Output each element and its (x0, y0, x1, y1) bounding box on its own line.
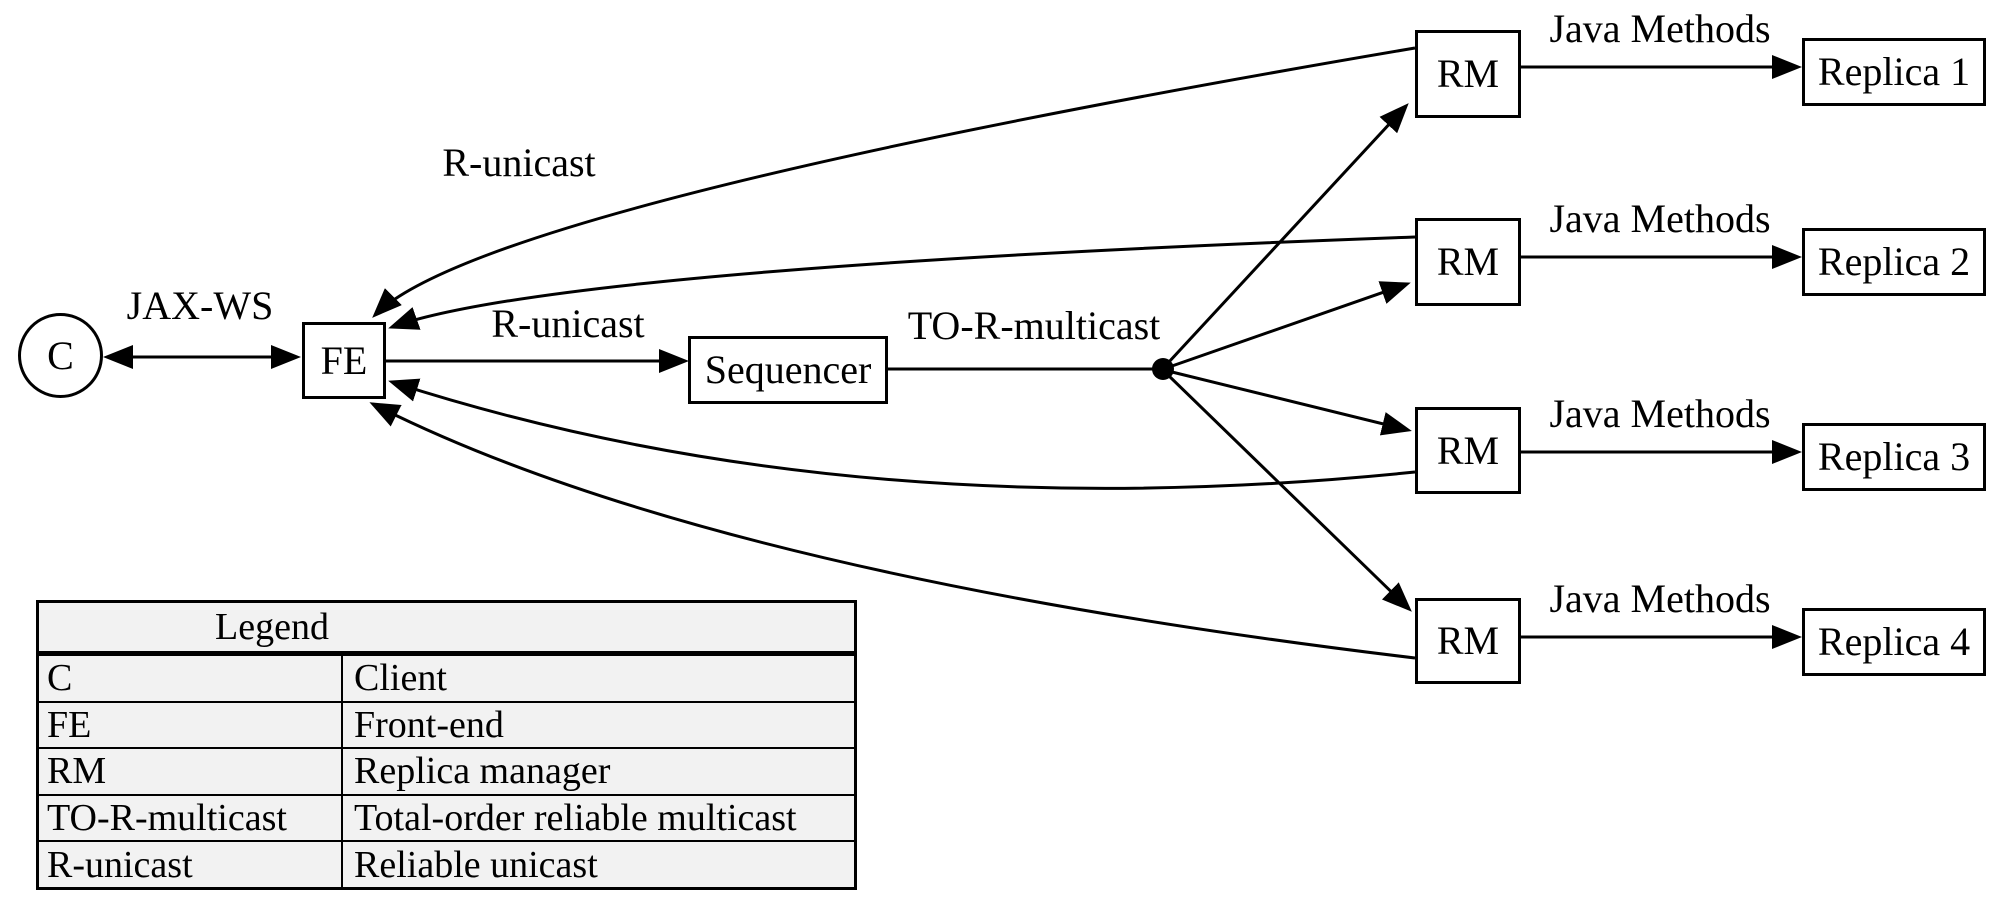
legend-row-client: C Client (39, 654, 854, 701)
node-frontend-label: FE (320, 337, 368, 383)
node-sequencer-label: Sequencer (704, 347, 872, 392)
legend-row-frontend: FE Front-end (39, 700, 854, 748)
edge-dot-rm1 (1166, 103, 1409, 365)
node-replica2: Replica 2 (1802, 228, 1986, 296)
node-rm1: RM (1415, 30, 1521, 118)
node-replica4: Replica 4 (1802, 608, 1986, 676)
label-java-methods-2: Java Methods (1549, 196, 1771, 241)
node-rm3-label: RM (1436, 427, 1500, 473)
legend-value: Front-end (354, 703, 504, 746)
node-rm4: RM (1415, 598, 1521, 684)
node-frontend: FE (302, 322, 386, 399)
label-java-methods-4: Java Methods (1549, 576, 1771, 621)
legend-key: R-unicast (39, 842, 343, 887)
node-replica4-label: Replica 4 (1817, 619, 1971, 664)
label-r-unicast-mid: R-unicast (491, 301, 645, 346)
legend-key: FE (39, 702, 343, 748)
legend-key: C (39, 656, 343, 701)
node-rm2-label: RM (1436, 239, 1500, 284)
node-rm3: RM (1415, 407, 1521, 494)
legend-row-r-unicast: R-unicast Reliable unicast (39, 840, 854, 887)
node-replica1-label: Replica 1 (1817, 49, 1971, 94)
node-client-label: C (47, 332, 74, 378)
legend-header: Legend (39, 603, 854, 654)
node-replica3-label: Replica 3 (1817, 434, 1971, 479)
node-client: C (18, 313, 103, 398)
label-r-unicast-top: R-unicast (442, 140, 596, 185)
legend-row-to-r-multicast: TO-R-multicast Total-order reliable mult… (39, 793, 854, 841)
node-rm1-label: RM (1436, 51, 1500, 96)
edge-rm2-frontend (388, 235, 1416, 330)
node-rm2: RM (1415, 218, 1521, 306)
label-to-r-multicast: TO-R-multicast (907, 303, 1161, 348)
legend-value: Total-order reliable multicast (354, 797, 797, 840)
legend-value: Client (354, 657, 447, 700)
edge-rm4-frontend (369, 402, 1416, 660)
legend-key: RM (39, 749, 343, 794)
legend-table: Legend C Client FE Front-end RM Replica … (36, 600, 857, 890)
legend-row-rm: RM Replica manager (39, 747, 854, 794)
edge-rm1-frontend (372, 46, 1416, 318)
legend-key: TO-R-multicast (39, 795, 343, 841)
label-jax-ws: JAX-WS (126, 283, 274, 328)
edge-dot-rm3 (1171, 370, 1412, 436)
node-sequencer: Sequencer (688, 336, 888, 404)
label-java-methods-1: Java Methods (1549, 6, 1771, 51)
legend-value: Replica manager (354, 750, 611, 793)
legend-title: Legend (215, 606, 329, 648)
edge-dot-rm4 (1166, 373, 1412, 612)
legend-value: Reliable unicast (354, 843, 598, 886)
node-replica3: Replica 3 (1802, 423, 1986, 491)
edge-dot-rm2 (1171, 281, 1411, 368)
label-java-methods-3: Java Methods (1549, 391, 1771, 436)
edge-rm3-frontend (388, 378, 1416, 490)
node-replica2-label: Replica 2 (1817, 239, 1971, 284)
node-rm4-label: RM (1436, 618, 1500, 663)
node-replica1: Replica 1 (1802, 38, 1986, 106)
